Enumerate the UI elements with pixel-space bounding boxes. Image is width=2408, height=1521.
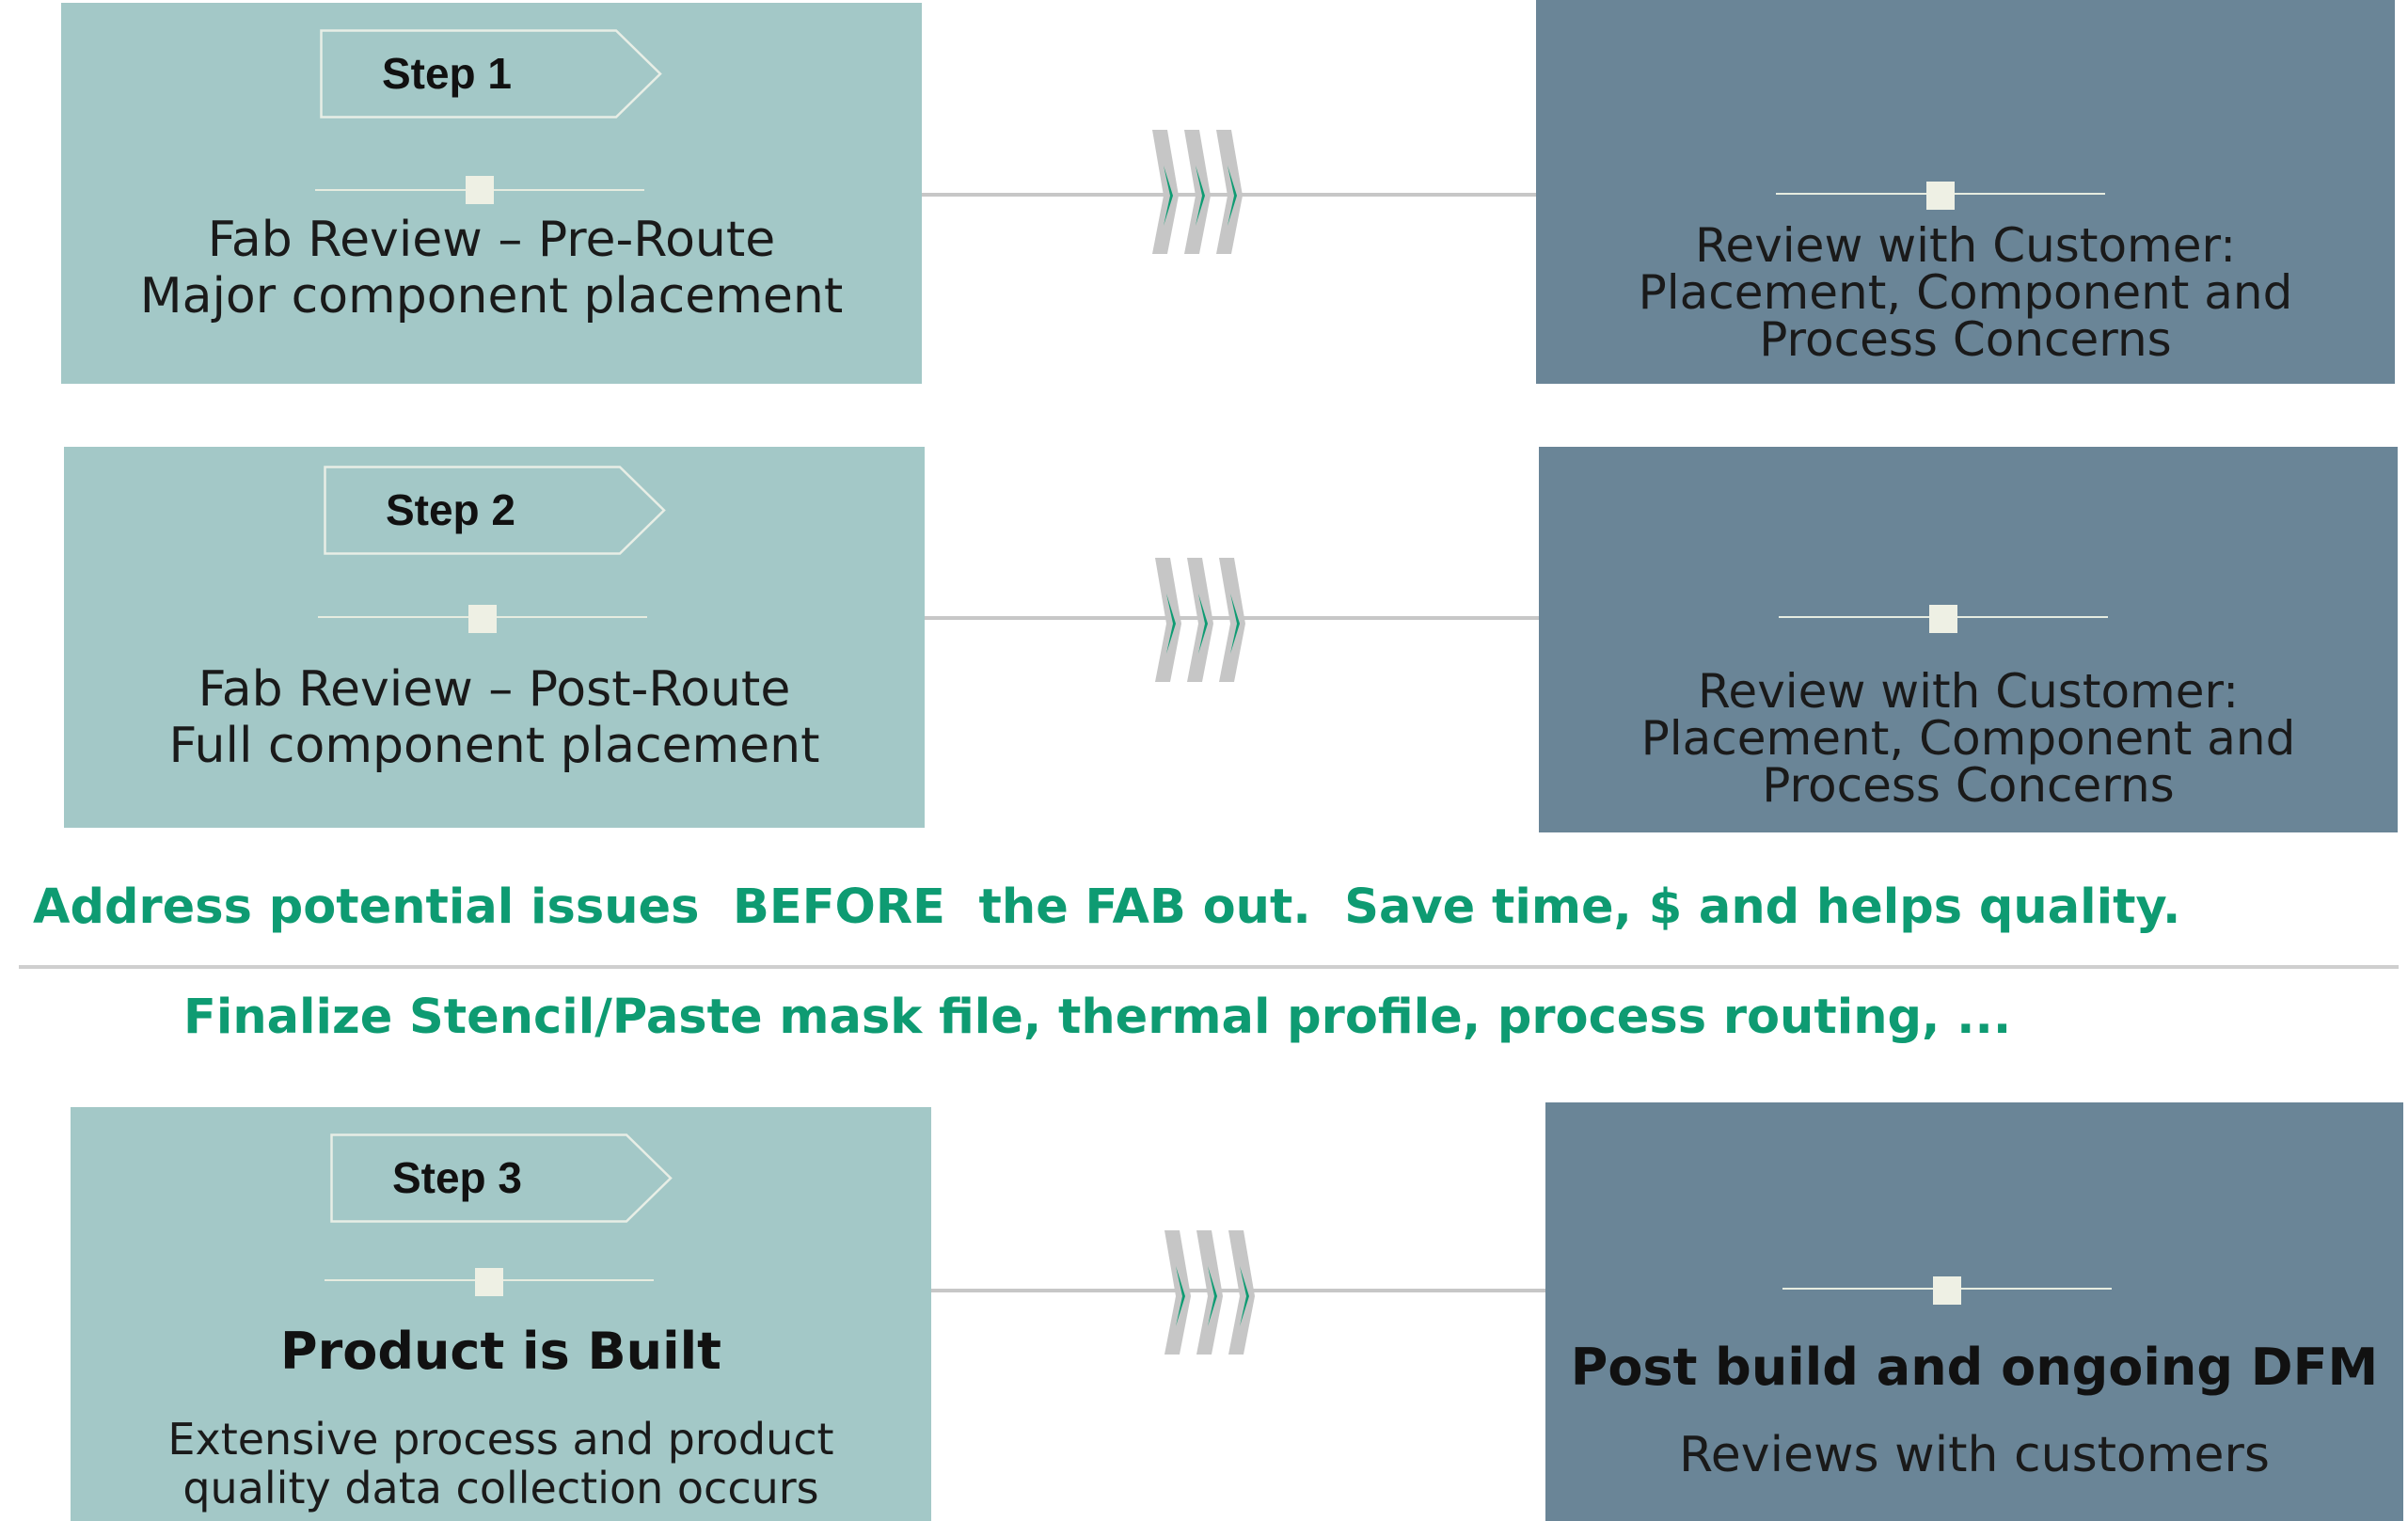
step3-right-line1: Reviews with customers: [1679, 1427, 2270, 1483]
step2-left-marker: [468, 605, 497, 633]
step2-right-box: Review with Customer: Placement, Compone…: [1539, 447, 2398, 832]
step3-tag: Step 3: [330, 1133, 673, 1223]
step3-right-marker: [1933, 1276, 1961, 1305]
step1-right-line1: Review with Customer:: [1694, 218, 2237, 273]
step3-right-text: Reviews with customers: [1545, 1427, 2403, 1483]
step2-right-line2: Placement, Component and: [1640, 711, 2296, 766]
step2-right-marker: [1929, 605, 1957, 633]
step2-left-line2: Full component placement: [168, 718, 820, 774]
step3-right-title: Post build and ongoing DFM: [1570, 1338, 2379, 1397]
step3-left-text: Extensive process and product quality da…: [71, 1415, 931, 1513]
step2-right-text: Review with Customer: Placement, Compone…: [1539, 668, 2398, 809]
step1-right-marker: [1926, 182, 1955, 210]
step2-right-line3: Process Concerns: [1762, 758, 2175, 813]
chevron-arrow-icon: [1155, 558, 1245, 682]
step1-right-line3: Process Concerns: [1759, 312, 2172, 367]
step3-left-marker: [475, 1268, 503, 1296]
step1-left-line2: Major component placement: [139, 268, 844, 325]
step3-left-title: Product is Built: [280, 1322, 721, 1381]
step3-tag-label: Step 3: [391, 1153, 523, 1202]
step2-left-box: Step 2 Fab Review – Post-Route Full comp…: [64, 447, 925, 828]
step2-right-line1: Review with Customer:: [1697, 664, 2240, 719]
chevron-arrow-icon: [1152, 130, 1243, 254]
section-divider: [19, 965, 2399, 969]
step1-chevrons: [1152, 130, 1243, 254]
step2-left-text: Fab Review – Post-Route Full component p…: [64, 661, 925, 774]
step2-tag-label: Step 2: [385, 485, 516, 534]
banner-before-fab: Address potential issues BEFORE the FAB …: [33, 879, 2181, 935]
step1-right-box: Review with Customer: Placement, Compone…: [1536, 0, 2395, 384]
step2-tag: Step 2: [324, 466, 667, 555]
step3-right-box: Post build and ongoing DFM Reviews with …: [1545, 1102, 2403, 1521]
step1-tag-label: Step 1: [381, 49, 513, 98]
step3-chevrons: [1164, 1230, 1255, 1355]
step3-left-line1: Extensive process and product: [167, 1414, 834, 1465]
step1-left-text: Fab Review – Pre-Route Major component p…: [61, 212, 922, 325]
step1-right-text: Review with Customer: Placement, Compone…: [1536, 222, 2395, 363]
step3-left-line2: quality data collection occurs: [182, 1463, 819, 1513]
step1-left-marker: [466, 176, 494, 204]
chevron-arrow-icon: [1164, 1230, 1255, 1355]
step-tag-arrow-shape: [330, 1133, 673, 1223]
step1-tag: Step 1: [320, 29, 663, 119]
step-tag-arrow-shape: [320, 29, 662, 119]
step1-left-line1: Fab Review – Pre-Route: [207, 212, 776, 268]
step1-left-box: Step 1 Fab Review – Pre-Route Major comp…: [61, 3, 922, 384]
step-tag-arrow-shape: [324, 466, 666, 555]
banner-finalize: Finalize Stencil/Paste mask file, therma…: [183, 990, 2012, 1045]
step3-left-box: Step 3 Product is Built Extensive proces…: [71, 1107, 931, 1521]
step2-left-line1: Fab Review – Post-Route: [198, 661, 791, 718]
step2-chevrons: [1155, 558, 1245, 682]
step1-right-line2: Placement, Component and: [1638, 265, 2293, 320]
